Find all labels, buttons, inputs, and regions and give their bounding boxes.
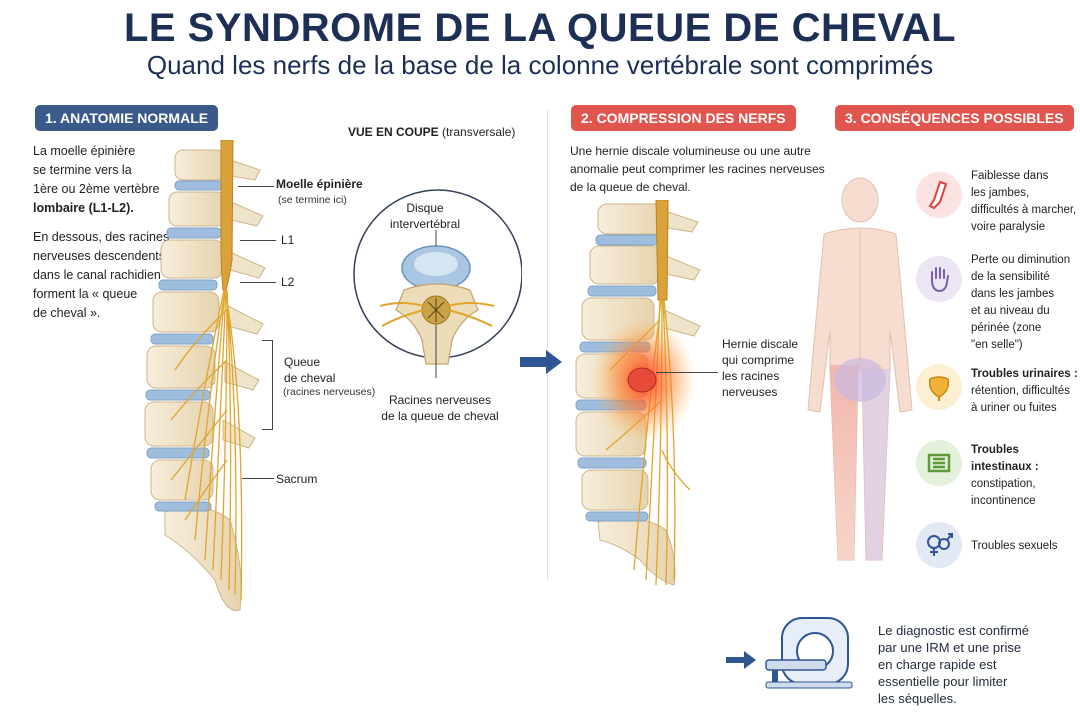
- label-racines: Racines nerveuses de la queue de cheval: [381, 393, 499, 423]
- label-l2: L2: [281, 275, 295, 289]
- arrow-right-small-icon: [726, 651, 756, 669]
- leader-hernie: [656, 372, 718, 373]
- label-disque: Disque intervertébral: [389, 201, 461, 231]
- leader-l2: [240, 282, 276, 283]
- leg-icon: [916, 172, 962, 218]
- section1-badge: 1. ANATOMIE NORMALE: [35, 105, 219, 131]
- label-l1: L1: [281, 233, 295, 247]
- label-queue: Queue de cheval: [284, 355, 336, 385]
- leader-l1: [240, 240, 276, 241]
- label-hernie: Hernie discale qui comprime les racines …: [722, 337, 799, 399]
- mri-scanner-icon: [765, 617, 853, 689]
- normal-spine-illustration: [144, 140, 266, 612]
- label-moelle: Moelle épinière: [276, 177, 363, 191]
- label-sacrum: Sacrum: [276, 472, 318, 486]
- hand-icon: [916, 256, 962, 302]
- leader-moelle: [238, 186, 274, 187]
- footer-text: Le diagnostic est confirmé par une IRM e…: [878, 623, 1030, 706]
- consequence-4: Troubles intestinaux : constipation,inco…: [971, 444, 1039, 507]
- section-divider: [547, 110, 548, 580]
- body-silhouette: [807, 177, 913, 561]
- intestine-icon: [916, 440, 962, 486]
- compressed-spine-illustration: [575, 200, 701, 586]
- section2-intro: Une hernie discale volumineuse ou une au…: [570, 144, 825, 194]
- cross-section-illustration: [353, 189, 522, 378]
- bracket-queue: [262, 340, 273, 430]
- arrow-right-icon: [520, 350, 562, 374]
- page-subtitle: Quand les nerfs de la base de la colonne…: [146, 50, 934, 80]
- bladder-icon: [916, 364, 962, 410]
- section2-badge: 2. COMPRESSION DES NERFS: [571, 105, 796, 131]
- gender-icon: [916, 522, 962, 568]
- section1-intro: La moelle épinière se termine vers la 1è…: [33, 144, 170, 320]
- label-moelle-note: (se termine ici): [278, 194, 347, 206]
- label-queue-note: (racines nerveuses): [283, 386, 376, 398]
- page-title: LE SYNDROME DE LA QUEUE DE CHEVAL: [123, 6, 957, 50]
- consequence-3: Troubles urinaires : rétention, difficul…: [971, 368, 1078, 414]
- leader-sacrum: [242, 478, 274, 479]
- section3-badge: 3. CONSÉQUENCES POSSIBLES: [835, 105, 1074, 131]
- cross-section-heading: VUE EN COUPE (transversale): [348, 125, 516, 139]
- consequence-5: Troubles sexuels: [971, 540, 1058, 552]
